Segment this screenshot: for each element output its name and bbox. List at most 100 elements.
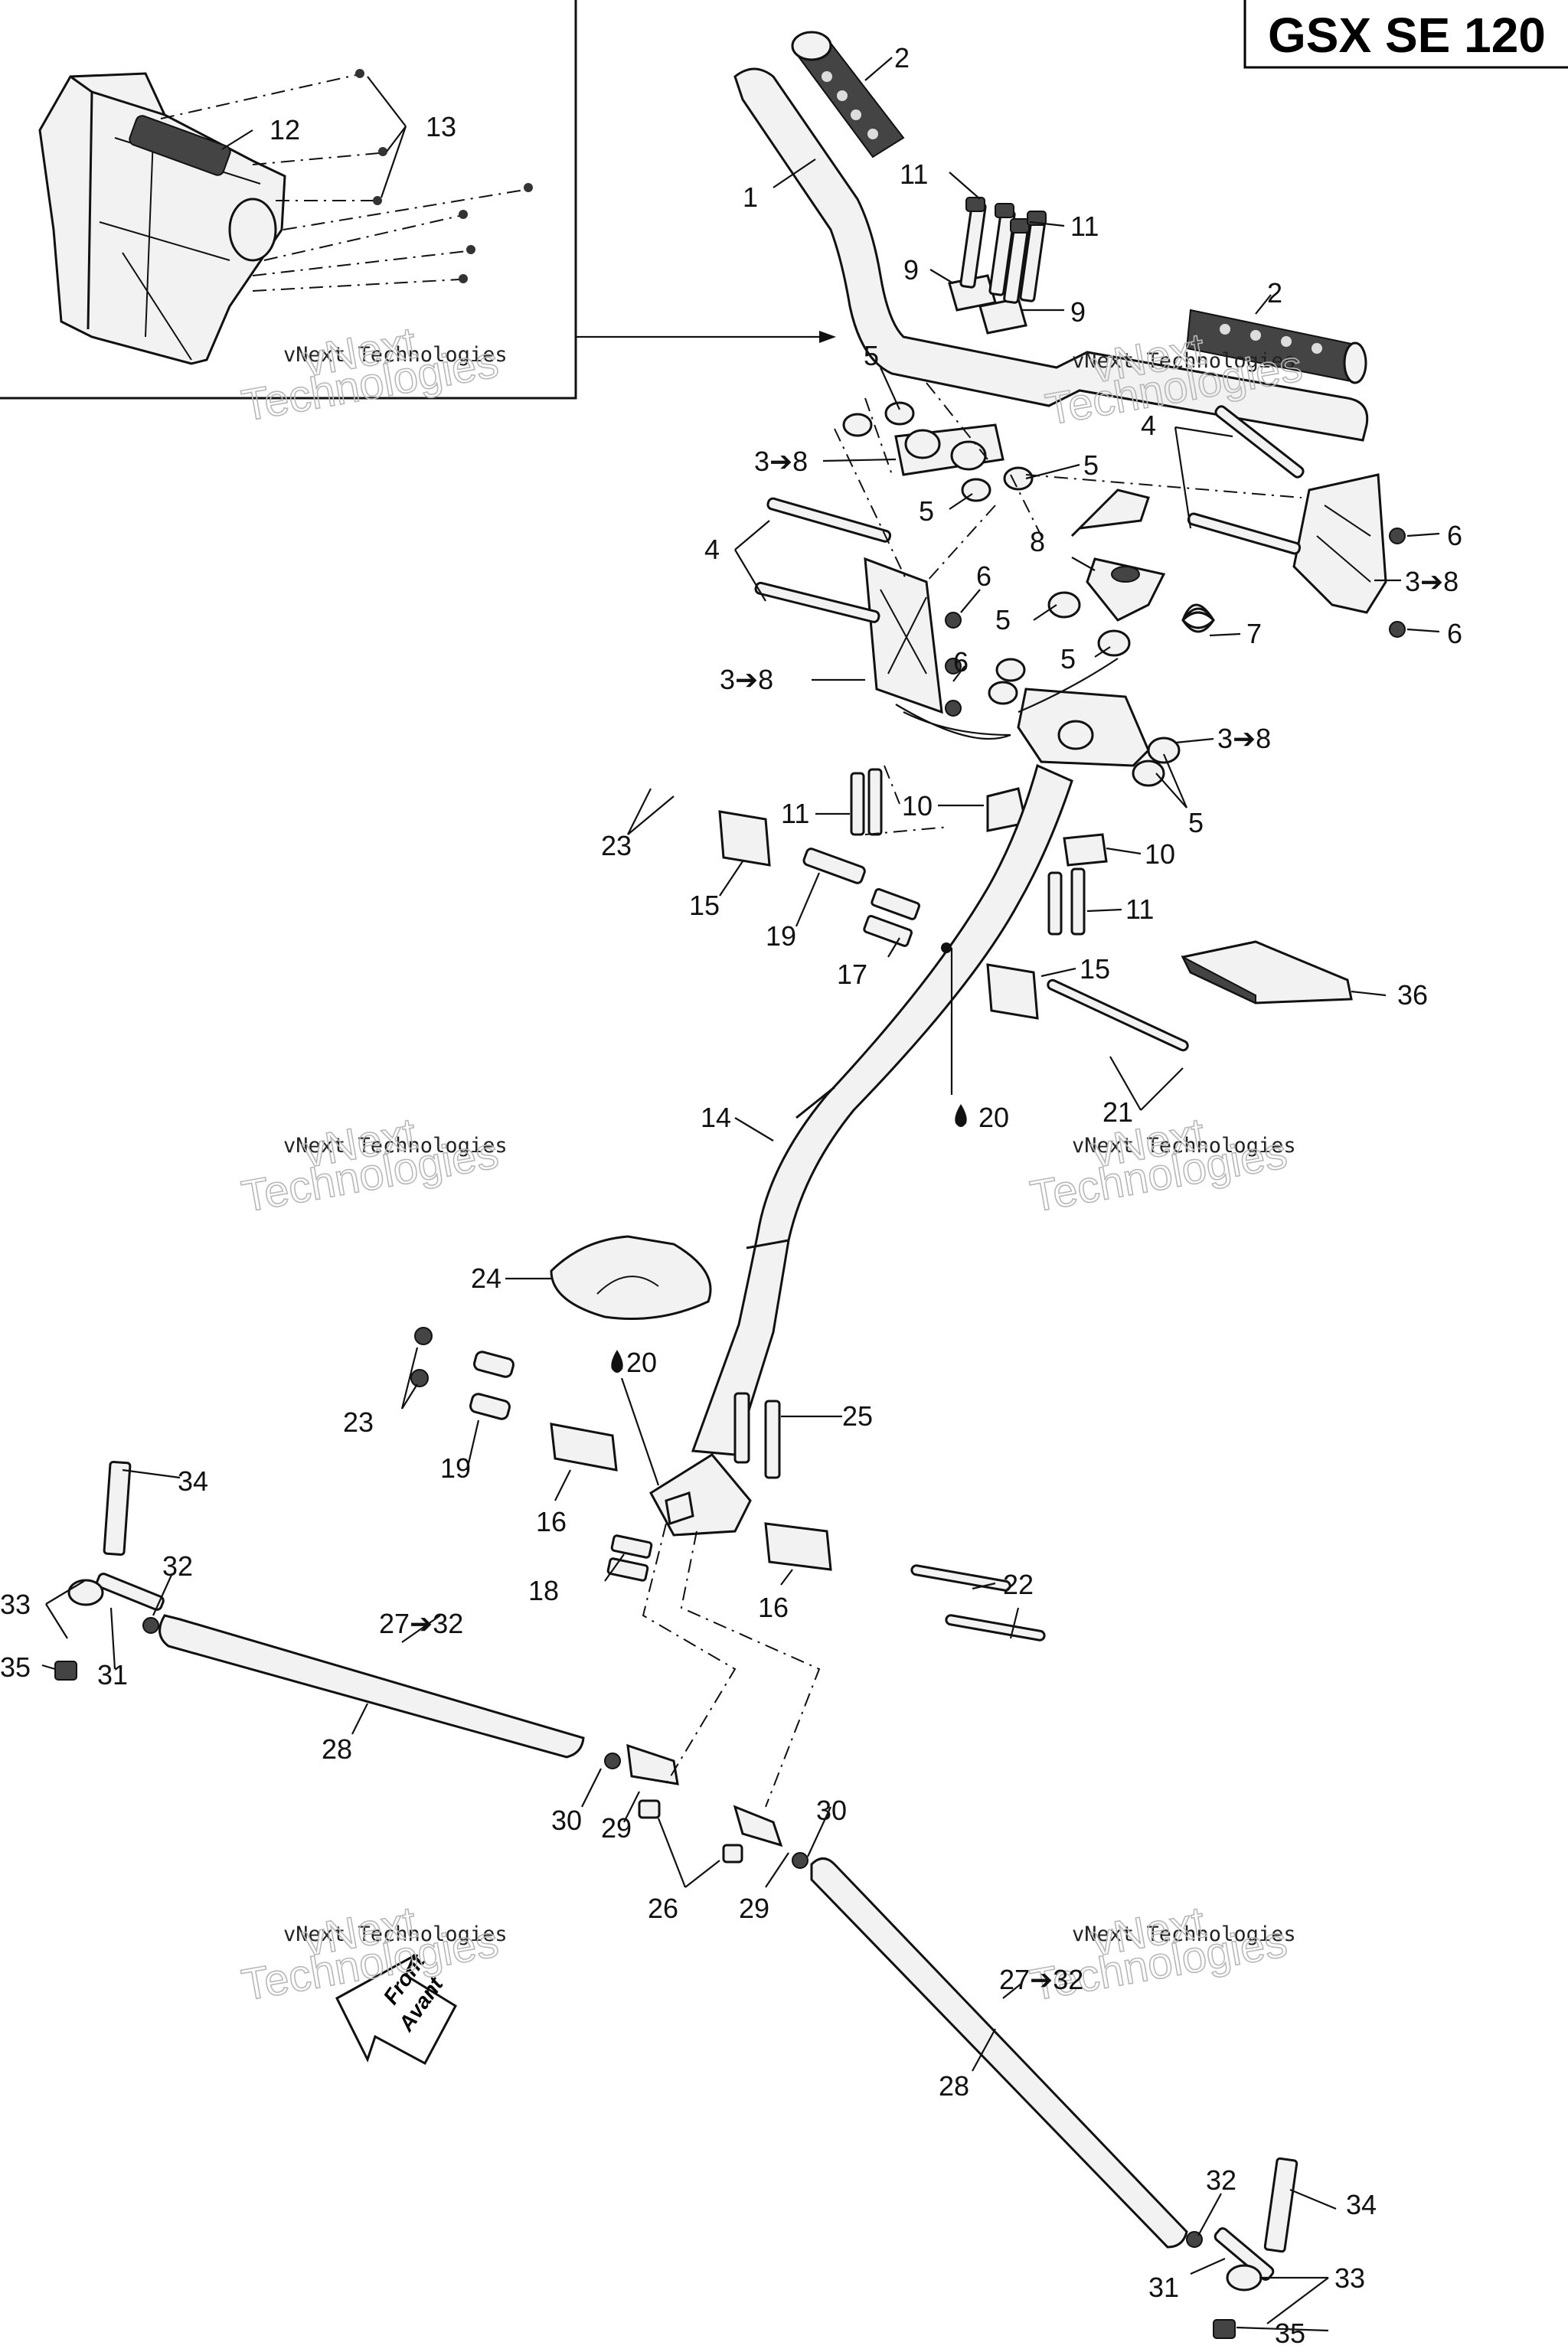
- watermark-text: vNext Technologies: [283, 1134, 508, 1158]
- callout-11: 11: [781, 798, 809, 829]
- callout-33: 33: [0, 1589, 31, 1620]
- bracket-left: [754, 497, 962, 717]
- callout-5: 5: [919, 495, 934, 527]
- callout-34: 34: [178, 1465, 208, 1497]
- callout-36: 36: [1397, 979, 1428, 1011]
- callout-4: 4: [1141, 410, 1156, 441]
- callout-11: 11: [1070, 211, 1099, 242]
- upper-clamps: [948, 197, 1047, 335]
- callout-28: 28: [939, 2070, 969, 2102]
- callout-35: 35: [1275, 2318, 1305, 2349]
- lower-clamps: [850, 768, 1108, 936]
- callout-25: 25: [842, 1400, 873, 1432]
- callout-3-8: 3➔8: [1217, 723, 1271, 754]
- callout-22: 22: [1003, 1569, 1034, 1600]
- handlebar-pad: [38, 72, 286, 365]
- callout-20: 20: [978, 1102, 1009, 1133]
- callout-27-32: 27➔32: [379, 1608, 463, 1639]
- tie-rod-right: [722, 1805, 1298, 2339]
- callout-4: 4: [704, 534, 720, 565]
- callout-10: 10: [902, 790, 933, 822]
- callout-5: 5: [1083, 449, 1099, 481]
- callout-18: 18: [528, 1575, 559, 1606]
- callout-5: 5: [1060, 643, 1076, 675]
- riser-block-lower: [988, 591, 1181, 787]
- callout-27-32: 27➔32: [999, 1964, 1083, 1995]
- callout-6: 6: [1447, 520, 1462, 551]
- callout-30: 30: [551, 1805, 582, 1836]
- callout-1: 1: [743, 181, 758, 213]
- callout-8: 8: [1030, 526, 1045, 557]
- callout-13: 13: [426, 111, 456, 142]
- callout-30: 30: [816, 1795, 847, 1826]
- callout-5: 5: [995, 604, 1011, 635]
- callout-7: 7: [1246, 618, 1262, 649]
- callout-6: 6: [1447, 618, 1462, 649]
- callout-26: 26: [648, 1893, 678, 1924]
- callout-29: 29: [739, 1893, 769, 1924]
- callout-35: 35: [0, 1651, 31, 1683]
- steering-column: [691, 763, 1073, 1456]
- callout-19: 19: [440, 1452, 471, 1484]
- cover-24: [550, 1235, 712, 1320]
- callout-3-8: 3➔8: [754, 446, 808, 477]
- callout-16: 16: [758, 1592, 789, 1623]
- assembly-lines: [642, 382, 1302, 1808]
- callout-32: 32: [1206, 2164, 1236, 2196]
- callout-9: 9: [1070, 296, 1086, 328]
- watermark-text: vNext Technologies: [1072, 349, 1296, 373]
- column-lower-bracket: [649, 1392, 781, 1537]
- callout-14: 14: [701, 1102, 731, 1133]
- callout-9: 9: [903, 254, 919, 286]
- callout-32: 32: [162, 1550, 193, 1582]
- inset-frame: [0, 0, 836, 400]
- callout-23: 23: [343, 1406, 374, 1438]
- tie-rod-left: [54, 1461, 679, 1819]
- bushings-lower: [410, 1327, 1046, 1642]
- throttle-lever: [1070, 488, 1166, 622]
- watermark-text: vNext Technologies: [283, 343, 508, 367]
- callout-31: 31: [1148, 2272, 1179, 2303]
- callout-10: 10: [1145, 838, 1175, 870]
- callout-labels: 1 2 2 11 11 9 9 5 3➔8 5 5 4 4 6 6 3➔8 6 …: [0, 42, 1462, 2349]
- callout-11: 11: [900, 158, 928, 190]
- plate-36: [1181, 940, 1353, 1004]
- callout-23: 23: [601, 830, 632, 861]
- callout-3-8: 3➔8: [720, 664, 773, 695]
- callout-12: 12: [270, 114, 300, 145]
- callout-17: 17: [837, 959, 867, 990]
- callout-15: 15: [1080, 953, 1110, 985]
- callout-24: 24: [471, 1263, 501, 1294]
- screw-set-13: [160, 69, 533, 292]
- title-box: GSX SE 120: [1243, 0, 1568, 69]
- callout-3-8: 3➔8: [1405, 566, 1459, 597]
- callout-34: 34: [1346, 2189, 1377, 2220]
- page-title: GSX SE 120: [1268, 8, 1546, 63]
- watermark-text: vNext Technologies: [1072, 1134, 1296, 1158]
- callout-28: 28: [322, 1733, 352, 1765]
- leader-lines: [41, 57, 1440, 2332]
- callout-5: 5: [864, 340, 879, 371]
- callout-20: 20: [626, 1347, 657, 1378]
- watermark-text: vNext Technologies: [283, 1922, 508, 1946]
- callout-2: 2: [1267, 277, 1282, 309]
- callout-5: 5: [1188, 807, 1204, 838]
- callout-16: 16: [536, 1506, 567, 1537]
- callout-6: 6: [976, 560, 991, 592]
- watermark-text: vNext Technologies: [1072, 1922, 1296, 1946]
- callout-2: 2: [894, 42, 910, 74]
- bracket-right: [1187, 405, 1406, 638]
- grip-right: [1185, 309, 1367, 384]
- callout-15: 15: [689, 890, 720, 921]
- callout-19: 19: [766, 920, 796, 952]
- callout-31: 31: [97, 1659, 128, 1690]
- callout-29: 29: [601, 1812, 632, 1844]
- riser-block-upper: [842, 401, 1034, 502]
- bushings-upper: [718, 810, 1189, 1052]
- grip-left: [791, 31, 905, 158]
- spring: [1181, 603, 1216, 633]
- callout-6: 6: [953, 646, 969, 678]
- callout-11: 11: [1125, 893, 1154, 925]
- callout-33: 33: [1334, 2262, 1365, 2294]
